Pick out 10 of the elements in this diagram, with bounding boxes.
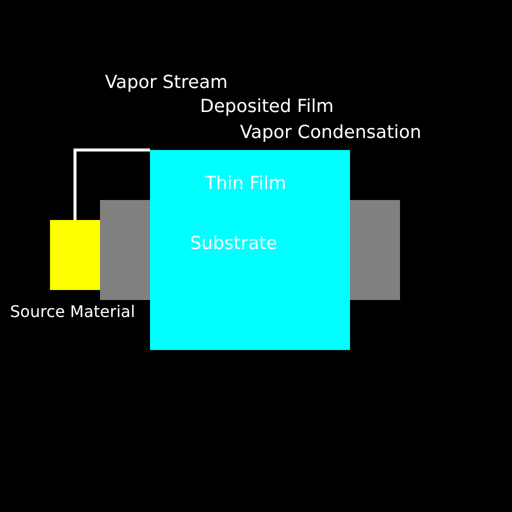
annotation-label: Vapor Condensation xyxy=(240,122,422,143)
source-label: Source Material xyxy=(10,302,136,321)
substrate-label: Substrate xyxy=(190,233,278,254)
annotation-label: Deposited Film xyxy=(200,96,334,117)
connector-line xyxy=(74,148,150,220)
side-block xyxy=(100,200,150,300)
edge-label: Vapor Stream xyxy=(105,72,228,93)
substrate-block xyxy=(150,150,350,350)
film-label: Thin Film xyxy=(205,173,286,194)
side-block xyxy=(350,200,400,300)
